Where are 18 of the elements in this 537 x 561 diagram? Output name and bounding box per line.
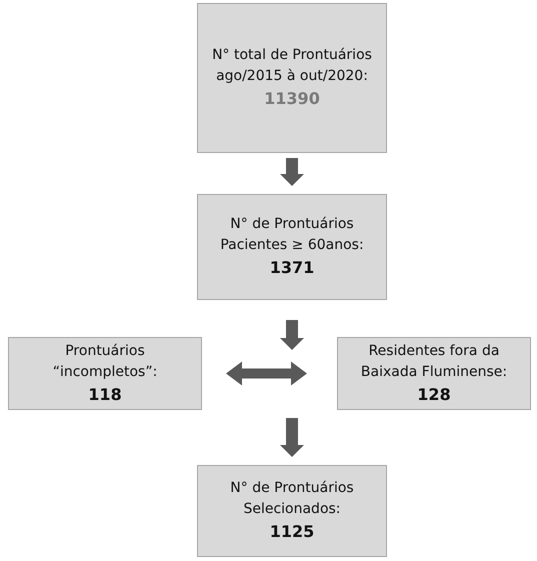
count-number: 1125 [270,521,314,543]
box-heading: N° de Prontuários Selecionados: [229,479,355,519]
process-box [197,194,387,300]
process-box [8,337,202,410]
box-heading: N° total de Prontuários ago/2015 à out/2020: [211,46,373,86]
count-number: 11390 [264,88,320,110]
box-heading: Prontuários “incompletos”: [52,342,158,382]
process-box [337,337,531,410]
process-box [197,3,387,153]
block-arrow [280,320,304,457]
count-number: 118 [88,384,122,406]
process-box [197,465,387,557]
box-heading: Residentes fora da Baixada Fluminense: [360,342,508,382]
count-number: 128 [417,384,451,406]
block-arrow [226,362,307,386]
count-number: 1371 [270,257,314,279]
block-arrow [280,158,304,186]
box-heading: N° de Prontuários Pacientes ≥ 60anos: [219,215,365,255]
